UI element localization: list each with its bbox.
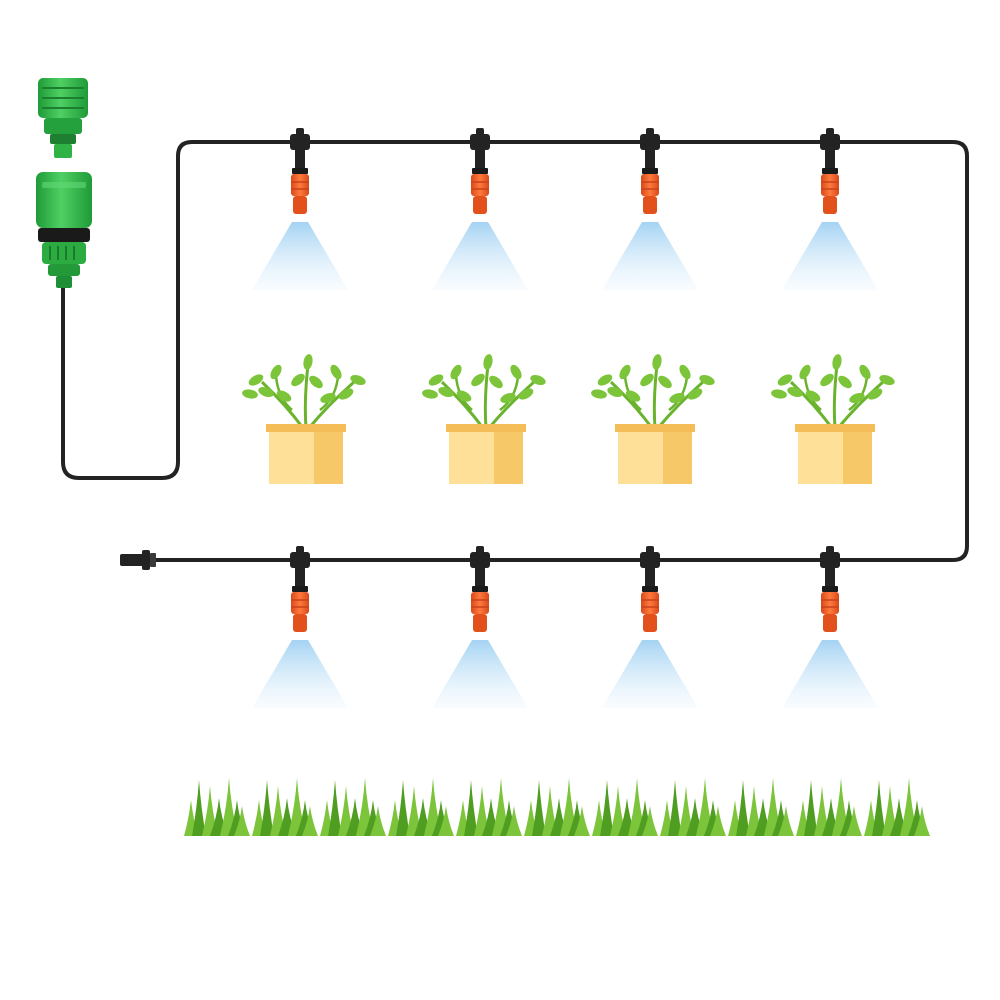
water-spray-icon [602, 222, 698, 290]
grass-tuft-icon [728, 778, 794, 836]
grass-row [184, 778, 930, 836]
potted-plant-icon [422, 354, 546, 484]
mist-nozzle-icon [640, 128, 660, 214]
nozzle-row-bottom [252, 546, 878, 708]
water-spray-icon [252, 222, 348, 290]
water-spray-icon [432, 640, 528, 708]
mist-nozzle-icon [470, 546, 490, 632]
grass-tuft-icon [592, 778, 658, 836]
mist-nozzle-icon [290, 546, 310, 632]
water-spray-icon [602, 640, 698, 708]
water-spray-icon [432, 222, 528, 290]
potted-plant-icon [242, 354, 366, 484]
mist-nozzle-icon [640, 546, 660, 632]
nozzle-row-top [252, 128, 878, 290]
plant-row [242, 354, 895, 484]
grass-tuft-icon [252, 778, 318, 836]
grass-tuft-icon [660, 778, 726, 836]
water-spray-icon [782, 222, 878, 290]
grass-tuft-icon [388, 778, 454, 836]
mist-nozzle-icon [290, 128, 310, 214]
grass-tuft-icon [184, 778, 250, 836]
grass-tuft-icon [864, 778, 930, 836]
pipe-end-plug-icon [120, 550, 156, 570]
water-spray-icon [782, 640, 878, 708]
grass-tuft-icon [524, 778, 590, 836]
grass-tuft-icon [320, 778, 386, 836]
water-spray-icon [252, 640, 348, 708]
grass-tuft-icon [456, 778, 522, 836]
mist-nozzle-icon [820, 546, 840, 632]
mist-nozzle-icon [820, 128, 840, 214]
grass-tuft-icon [796, 778, 862, 836]
hose-quick-connector-icon [36, 78, 92, 288]
main-pipe [61, 140, 969, 562]
potted-plant-icon [771, 354, 895, 484]
mist-nozzle-icon [470, 128, 490, 214]
potted-plant-icon [591, 354, 715, 484]
